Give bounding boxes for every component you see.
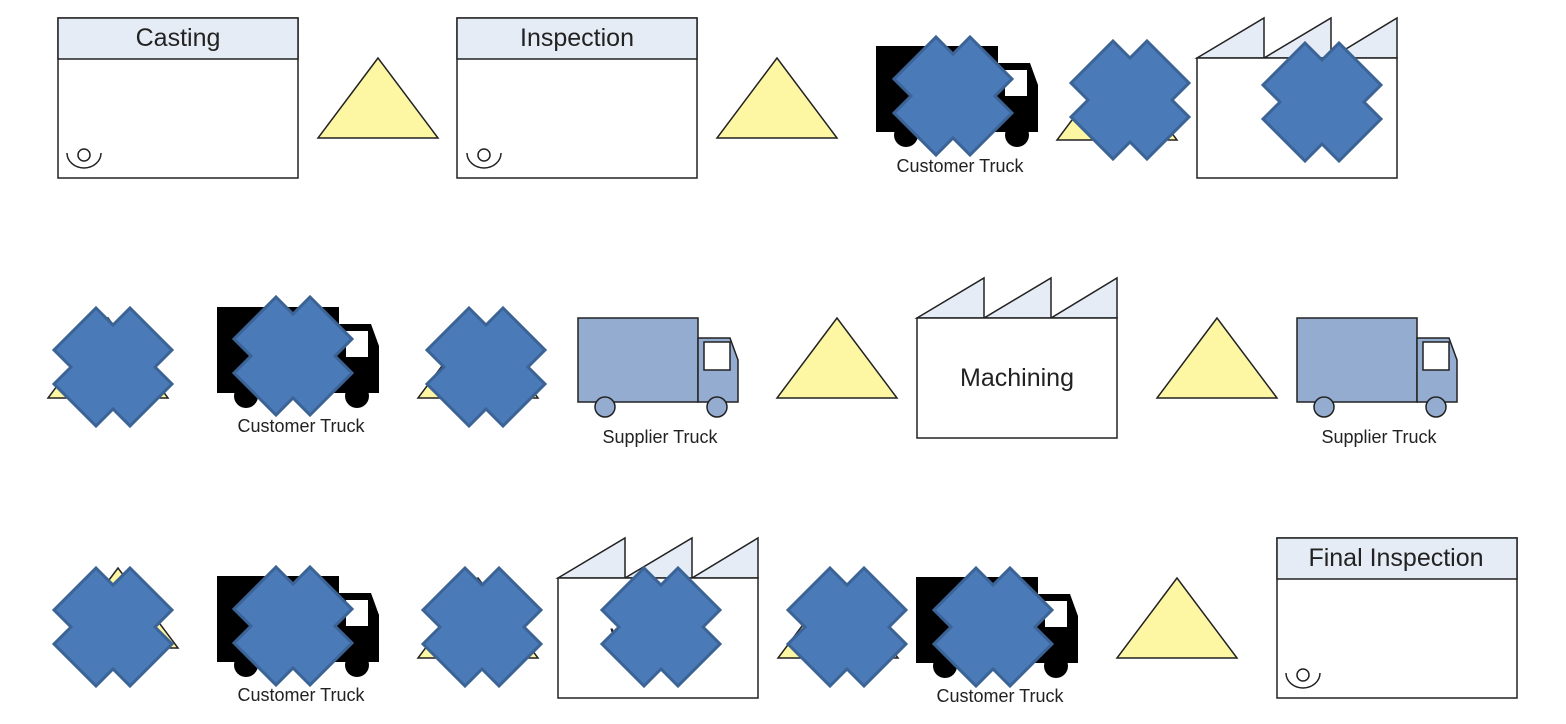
process-title: Final Inspection — [1308, 544, 1483, 572]
delete-x-icon[interactable] — [786, 566, 908, 688]
delete-x-icon[interactable] — [1069, 39, 1191, 161]
process-box-inspection[interactable]: Inspection — [456, 17, 698, 179]
truck-label: Customer Truck — [237, 416, 365, 436]
factory-w[interactable]: W — [555, 536, 759, 699]
inventory-triangle-icon[interactable] — [715, 56, 839, 139]
factory-label: Machining — [960, 364, 1074, 392]
delete-x-icon[interactable] — [52, 566, 174, 688]
operator-icon — [1285, 668, 1321, 689]
delete-x-icon[interactable] — [52, 306, 174, 428]
process-box-final-inspection[interactable]: Final Inspection — [1276, 537, 1518, 699]
factory-machining[interactable]: Machining — [914, 276, 1118, 439]
truck-label: Supplier Truck — [1321, 427, 1437, 447]
truck-label: Supplier Truck — [602, 427, 718, 447]
inventory-triangle-icon[interactable] — [316, 56, 440, 139]
process-title: Inspection — [520, 24, 634, 52]
truck-label: Customer Truck — [936, 686, 1064, 706]
inventory-triangle-icon[interactable] — [1155, 316, 1279, 399]
delete-x-icon[interactable] — [421, 566, 543, 688]
delete-x-icon[interactable] — [425, 306, 547, 428]
process-title: Casting — [136, 24, 221, 52]
truck-label: Customer Truck — [896, 156, 1024, 176]
inventory-triangle-icon[interactable] — [1115, 576, 1239, 659]
truck-label: Customer Truck — [237, 685, 365, 705]
supplier-truck-icon[interactable]: Supplier Truck — [1296, 317, 1458, 447]
operator-icon — [466, 148, 502, 169]
process-box-casting[interactable]: Casting — [57, 17, 299, 179]
operator-icon — [66, 148, 102, 169]
supplier-truck-icon[interactable]: Supplier Truck — [577, 317, 739, 447]
inventory-triangle-icon[interactable] — [775, 316, 899, 399]
